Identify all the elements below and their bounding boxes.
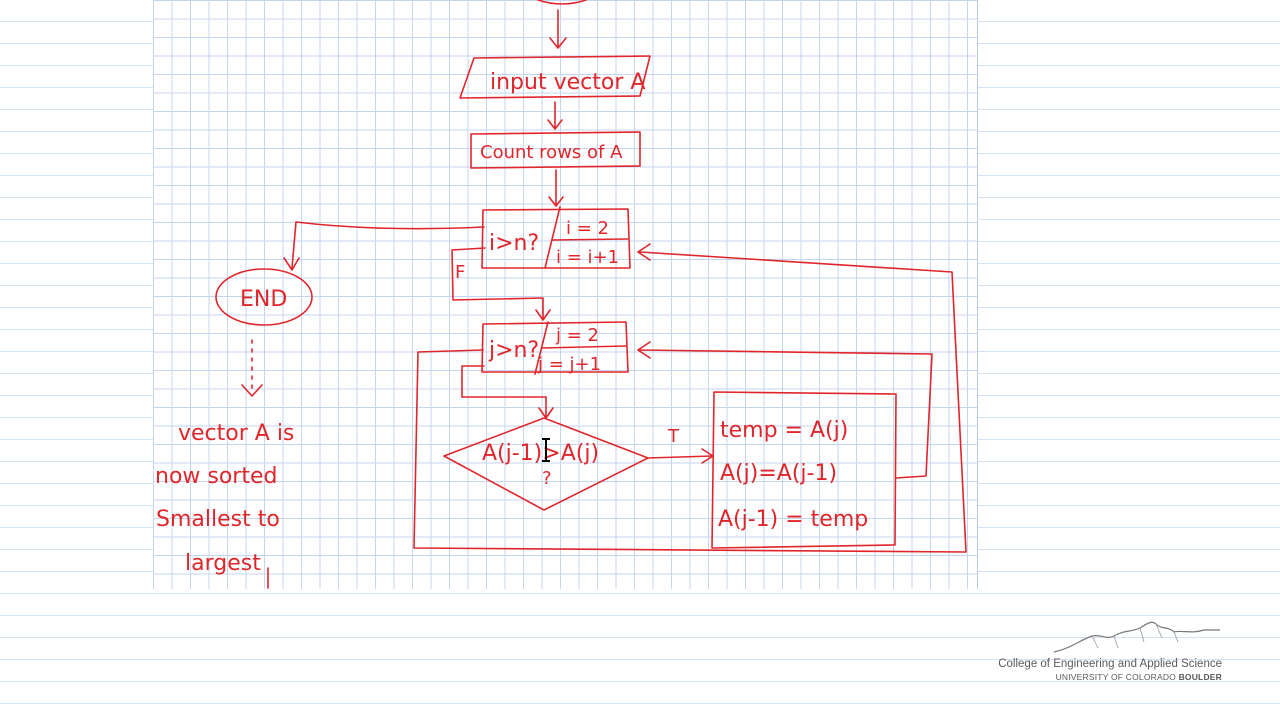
arrow-outer-loop-to-end: [283, 221, 485, 271]
arrow-outer-to-inner-loop: [451, 247, 551, 321]
inner-false-return-path: [413, 243, 967, 553]
note-line-1: vector A is: [178, 421, 294, 446]
text-cursor-icon: [542, 438, 550, 462]
campus-label: BOULDER: [1178, 672, 1222, 682]
outer-loop-dividers: [544, 206, 629, 269]
university-label: UNIVERSITY OF COLORADO: [1055, 672, 1176, 682]
outer-loop-condition: i>n?: [489, 231, 539, 256]
input-parallelogram-shape: [459, 55, 651, 99]
inner-loop-update: j = j+1: [537, 354, 601, 375]
arrow-compare-to-swap: [647, 448, 714, 464]
graph-paper-sheet: [153, 0, 978, 589]
swap-line-3: A(j-1) = temp: [718, 507, 868, 532]
outer-loop-update: i = i+1: [556, 247, 619, 268]
inner-loop-dividers: [534, 321, 627, 375]
note-line-3: Smallest to: [156, 507, 280, 532]
compare-diamond-shape: [443, 417, 649, 511]
input-box-label: input vector A: [490, 70, 645, 95]
arrow-start-to-input: [549, 9, 567, 49]
inner-loop-condition: j>n?: [488, 338, 539, 363]
cu-boulder-branding: College of Engineering and Applied Scien…: [962, 618, 1222, 688]
inner-loop-init: j = 2: [555, 325, 599, 346]
inner-loop-box-shape: [481, 321, 629, 373]
swap-return-to-inner-loop: [637, 341, 933, 479]
compare-question: ?: [542, 468, 552, 489]
end-terminator-shape: [215, 268, 313, 326]
arrow-input-to-count: [547, 101, 563, 130]
outer-loop-init: i = 2: [566, 218, 609, 239]
start-terminator-fragment: [537, 0, 587, 5]
flatirons-mountain-logo: [1053, 621, 1220, 653]
university-name: UNIVERSITY OF COLORADO BOULDER: [1056, 672, 1222, 682]
note-line-4: largest: [185, 551, 261, 576]
compare-condition: A(j-1)>A(j): [482, 441, 599, 466]
compare-true-label: T: [667, 426, 680, 447]
outer-false-label: F: [455, 262, 465, 283]
arrow-count-to-outer-loop: [548, 169, 564, 207]
swap-line-1: temp = A(j): [720, 418, 848, 443]
end-to-note-arrowhead: [241, 384, 263, 397]
college-name: College of Engineering and Applied Scien…: [998, 658, 1222, 670]
end-label: END: [240, 287, 287, 312]
note-line-2: now sorted: [155, 464, 277, 489]
swap-line-2: A(j)=A(j-1): [720, 461, 837, 486]
count-rows-box-shape: [470, 131, 641, 169]
count-box-label: Count rows of A: [480, 142, 623, 163]
swap-box-shape: [711, 391, 897, 549]
